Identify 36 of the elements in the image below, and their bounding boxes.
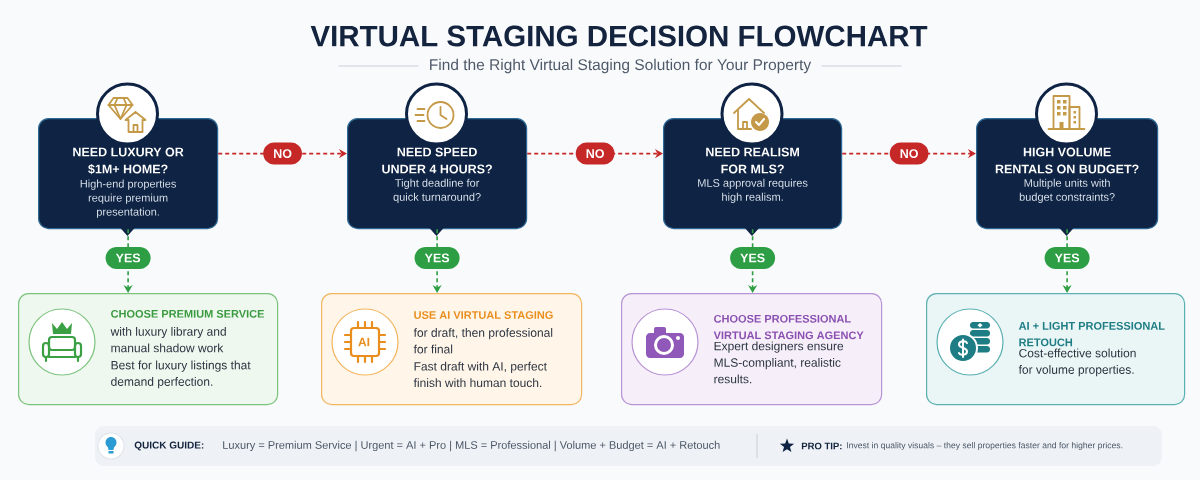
result-heading: CHOOSE PREMIUM SERVICE: [111, 309, 264, 318]
tip-text: Invest in quality visuals – they sell properties faster and for higher prices.: [847, 442, 1123, 450]
question-heading: NEED REALISM FOR MLS?: [706, 147, 799, 174]
question-text: High-end properties require premium presentation.: [80, 179, 176, 218]
question-heading: HIGH VOLUME RENTALS ON BUDGET?: [995, 147, 1139, 174]
edge-label: YES: [1044, 246, 1090, 269]
edge-label: YES: [730, 246, 776, 269]
subtitle: Find the Right Virtual Staging Solution for Your Property: [430, 58, 812, 74]
result-text: Expert designers ensure MLS-compliant, realistic results.: [714, 341, 844, 384]
decision-box: [663, 118, 843, 236]
edge-label: YES: [414, 246, 460, 269]
edge-label: YES: [105, 246, 151, 269]
result-heading: USE AI VIRTUAL STAGING: [414, 311, 553, 319]
result-text: Cost-effective solution for volume properties.: [1018, 348, 1136, 377]
edge-label: NO: [575, 142, 615, 165]
result-heading: CHOOSE PROFESSIONAL VIRTUAL STAGING AGENCY: [713, 314, 864, 340]
question-text: Tight deadline for quick turnaround?: [393, 178, 481, 204]
result-heading: AI + LIGHT PROFESSIONAL RETOUCH: [1018, 321, 1165, 347]
chip-text: AI: [358, 337, 370, 347]
result-text: Best for luxury listings that demand perfection.: [111, 360, 251, 389]
guide-heading: QUICK GUIDE:: [134, 441, 204, 451]
result-text: Fast draft with AI, perfect finish with human touch.: [413, 361, 547, 388]
question-heading: NEED LUXURY OR $1M+ HOME?: [73, 147, 184, 175]
question-text: Multiple units with budget constraints?: [1019, 178, 1115, 204]
question-text: MLS approval requires high realism.: [698, 178, 808, 204]
question-heading: NEED SPEED UNDER 4 HOURS?: [382, 147, 492, 174]
result-text: for draft, then professional for final: [413, 328, 553, 354]
tip-heading: PRO TIP:: [801, 442, 842, 450]
decision-box: [38, 118, 219, 236]
edge-label: NO: [263, 142, 302, 165]
result-text: with luxury library and manual shadow work: [110, 326, 226, 353]
edge-label: NO: [889, 142, 929, 165]
decision-box: [976, 118, 1159, 236]
title: VIRTUAL STAGING DECISION FLOWCHART: [310, 25, 928, 47]
decision-box: [347, 118, 528, 236]
guide-text: Luxury = Premium Service | Urgent = AI + Pro | MLS = Professional | Volume + Budget = AI + Retouch: [223, 440, 720, 452]
